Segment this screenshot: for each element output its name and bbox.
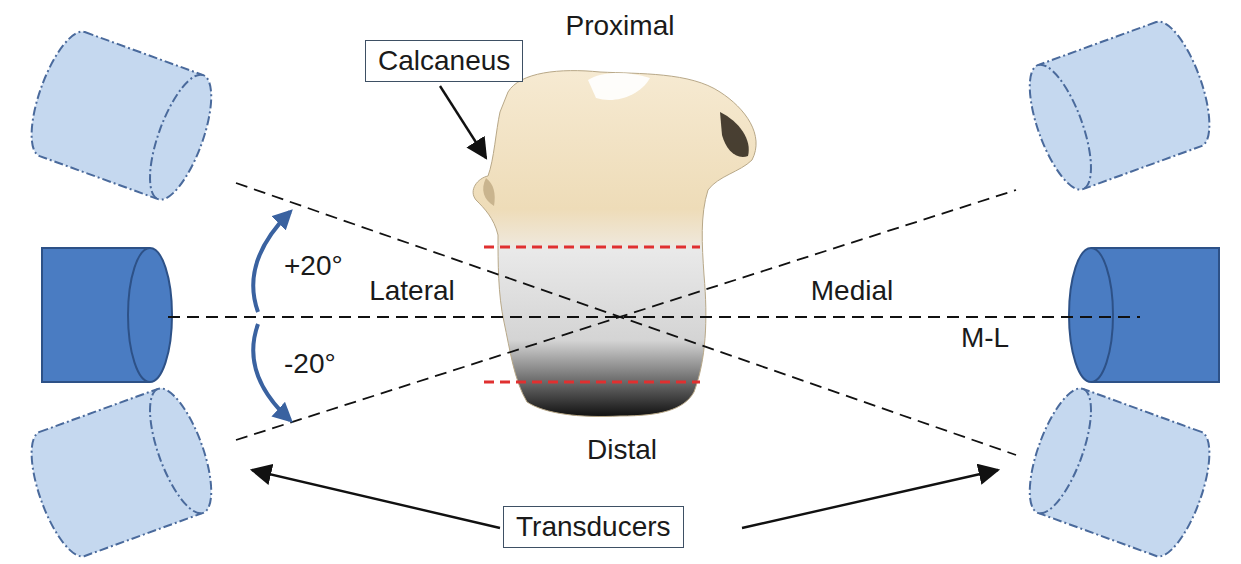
direction-label: Distal (587, 434, 657, 466)
callout-text: Calcaneus (378, 44, 510, 78)
callout-box: Transducers (503, 506, 684, 548)
direction-label: -20° (284, 348, 336, 380)
direction-label: Medial (808, 275, 896, 307)
direction-label: M-L (958, 322, 1012, 354)
direction-label: +20° (284, 250, 343, 282)
direction-label: Lateral (366, 275, 458, 307)
calcaneus-bone (473, 71, 756, 417)
callout-box: Calcaneus (365, 40, 523, 82)
leader-arrow (252, 86, 998, 528)
angle-arc (253, 212, 290, 420)
direction-label: Proximal (566, 10, 675, 42)
beam-axis (168, 183, 1140, 455)
callout-text: Transducers (516, 510, 671, 544)
transducer-dashed (19, 15, 1222, 564)
